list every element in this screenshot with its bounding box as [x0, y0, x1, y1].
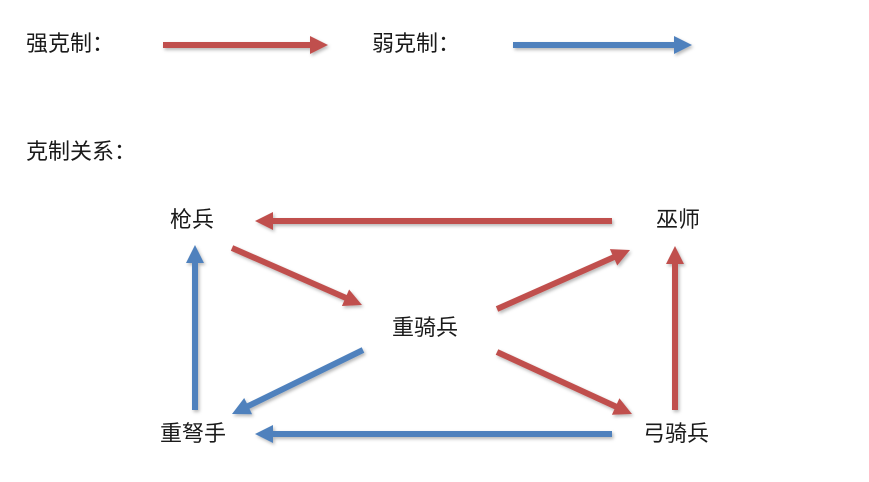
arrow-spear-to-heavy-cavalry — [230, 245, 362, 306]
arrow-heavy-cavalry-to-heavy-crossbow — [232, 347, 365, 415]
node-spear: 枪兵 — [170, 208, 215, 233]
arrow-horse-archer-to-heavy-crossbow — [255, 425, 612, 443]
legend-strong-label: 强克制： — [26, 32, 115, 57]
arrow-heavy-cavalry-to-horse-archer — [495, 349, 632, 415]
node-horse-archer: 弓骑兵 — [643, 422, 710, 447]
arrow-heavy-cavalry-to-mage — [495, 249, 630, 312]
arrow-heavy-crossbow-to-spear — [186, 245, 204, 410]
legend-weak-label: 弱克制： — [372, 32, 461, 57]
legend-weak-arrow — [513, 36, 692, 54]
legend-strong-arrow — [163, 36, 328, 54]
node-heavy-cavalry: 重骑兵 — [392, 316, 459, 341]
arrow-horse-archer-to-mage — [666, 246, 684, 410]
node-heavy-crossbow: 重弩手 — [160, 422, 227, 447]
section-title: 克制关系： — [26, 140, 137, 165]
arrow-mage-to-spear — [255, 212, 612, 230]
node-mage: 巫师 — [656, 208, 701, 233]
